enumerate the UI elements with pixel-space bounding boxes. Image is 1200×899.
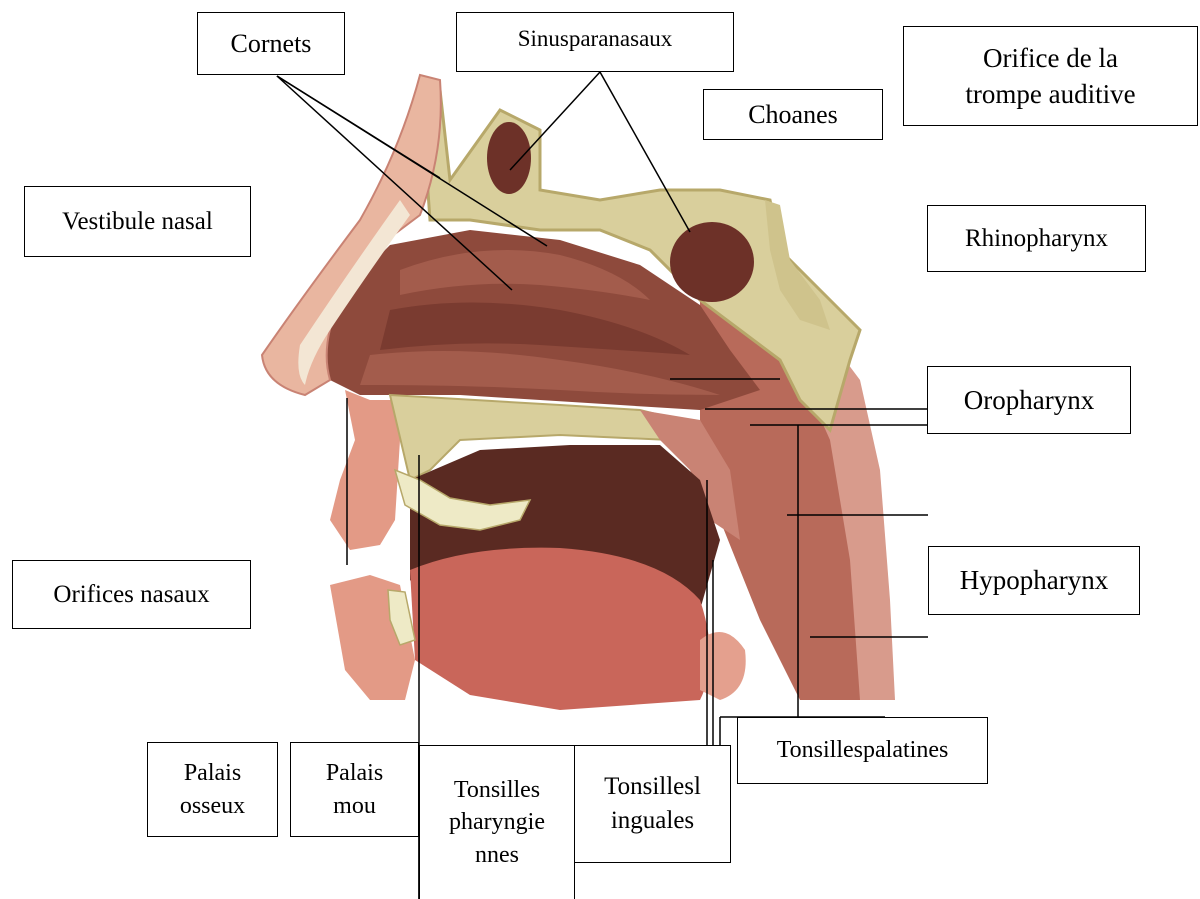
label-choanes-text: Choanes <box>748 97 838 132</box>
label-tonsilles-palatines: Tonsillespalatines <box>737 717 988 784</box>
label-vestibule-nasal: Vestibule nasal <box>24 186 251 257</box>
frontal-sinus <box>487 122 531 194</box>
label-cornets: Cornets <box>197 12 345 75</box>
sphenoid-sinus <box>670 222 754 302</box>
label-sinus-text: Sinusparanasaux <box>518 23 673 54</box>
label-rhinopharynx-text: Rhinopharynx <box>965 222 1108 256</box>
label-palais-mou: Palais mou <box>290 742 419 837</box>
label-cornets-text: Cornets <box>231 26 312 61</box>
label-oropharynx-text: Oropharynx <box>964 382 1094 418</box>
label-tonsilles-pharyngiennes-text: Tonsilles pharyngie nnes <box>449 774 545 871</box>
label-tonsilles-pharyngiennes: Tonsilles pharyngie nnes <box>419 745 575 899</box>
label-palais-osseux-text: Palais osseux <box>180 757 245 822</box>
label-sinus-paranasaux: Sinusparanasaux <box>456 12 734 72</box>
label-tonsilles-palatines-text: Tonsillespalatines <box>777 734 949 766</box>
label-palais-osseux: Palais osseux <box>147 742 278 837</box>
label-orifice-text: Orifice de la trompe auditive <box>965 40 1135 113</box>
label-orifices-nasaux: Orifices nasaux <box>12 560 251 629</box>
label-orifices-text: Orifices nasaux <box>53 578 209 612</box>
label-orifice-trompe: Orifice de la trompe auditive <box>903 26 1198 126</box>
label-rhinopharynx: Rhinopharynx <box>927 205 1146 272</box>
label-tonsilles-linguales: Tonsillesl inguales <box>574 745 731 863</box>
label-vestibule-text: Vestibule nasal <box>62 205 213 239</box>
label-hypopharynx: Hypopharynx <box>928 546 1140 615</box>
label-choanes: Choanes <box>703 89 883 140</box>
upper-lip <box>330 390 400 550</box>
label-tonsilles-linguales-text: Tonsillesl inguales <box>604 770 701 838</box>
label-oropharynx: Oropharynx <box>927 366 1131 434</box>
label-palais-mou-text: Palais mou <box>326 757 383 822</box>
label-hypopharynx-text: Hypopharynx <box>960 562 1108 598</box>
